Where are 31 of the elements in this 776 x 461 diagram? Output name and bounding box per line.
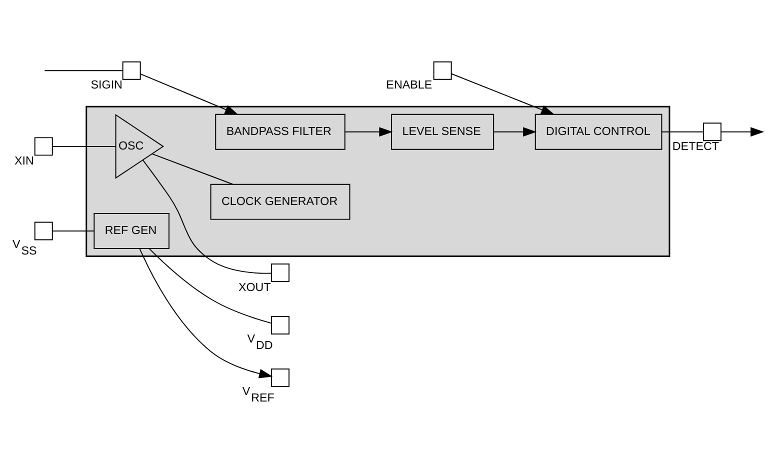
node-box [271,368,290,387]
node-box [122,61,141,80]
arrow [139,248,273,378]
node-label: DETECT [672,140,720,153]
node-box [271,316,290,334]
node-label: SIGIN [90,78,123,92]
connector [152,153,234,185]
node-label: XOUT [238,280,271,294]
node-label: XIN [14,154,34,168]
connector [52,146,116,147]
node-box: REF GEN [94,213,170,249]
arrow [140,73,238,115]
node-box: LEVEL SENSE [391,114,494,150]
node-box [703,122,722,142]
node-box: BANDPASS FILTER [215,114,346,150]
node-box [34,222,53,240]
connector [142,160,272,274]
arrow [450,73,555,115]
node-box [34,137,53,156]
node-box: CLOCK GENERATOR [210,184,350,220]
connector [148,248,272,324]
node-box [433,61,452,80]
connector [661,131,704,132]
arrow [344,127,393,137]
arrow [493,127,537,137]
node-box [271,264,290,282]
connector [44,70,124,72]
arrow [720,127,764,137]
node-box: DIGITAL CONTROL [534,114,662,150]
node-label: ENABLE [386,78,432,92]
connector [52,230,94,232]
